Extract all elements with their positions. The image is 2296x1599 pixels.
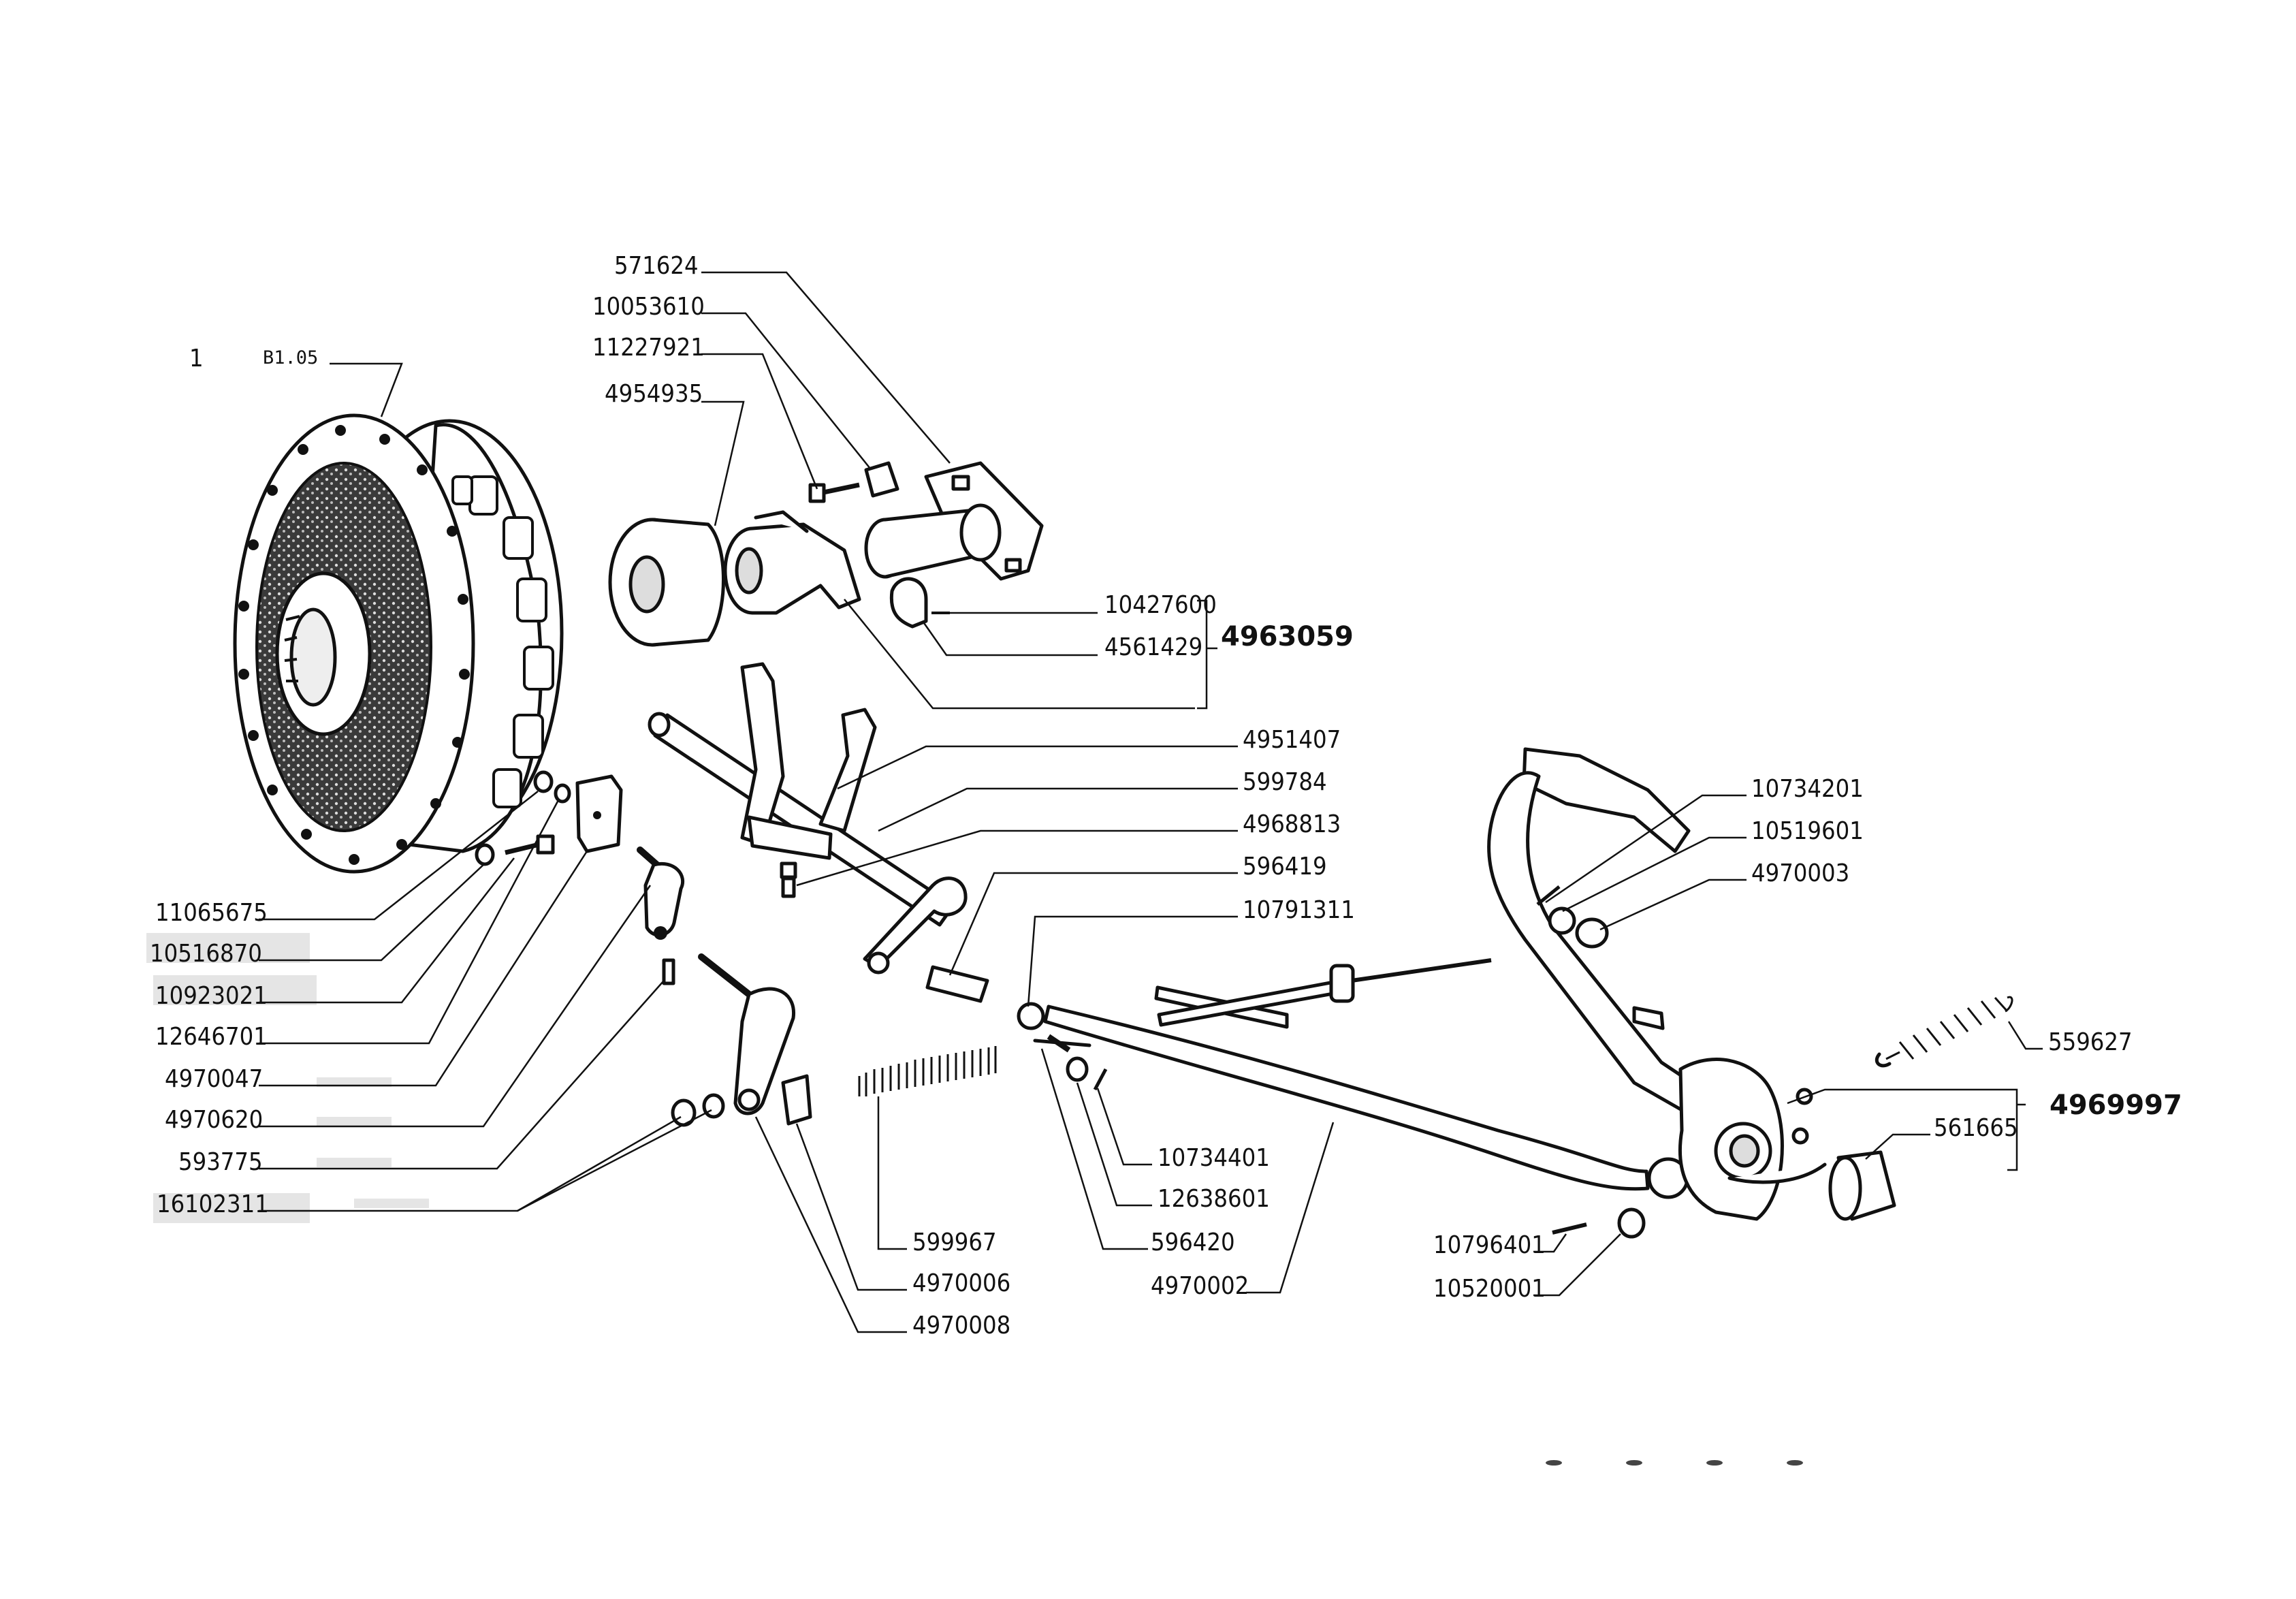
sheet-number: 1 xyxy=(189,345,204,373)
clutch-hardware-drawing xyxy=(475,770,623,866)
part-label: 4954935 xyxy=(605,380,703,408)
part-label: 4968813 xyxy=(1243,810,1341,838)
part-label: 571624 xyxy=(614,252,699,280)
guide-sleeve-drawing xyxy=(808,461,1044,629)
part-label: 599967 xyxy=(912,1229,997,1256)
fork-shaft-drawing xyxy=(648,662,989,1003)
part-label: 16102311 xyxy=(157,1190,269,1218)
decorative-marks xyxy=(1546,1460,1803,1466)
part-label: 10734201 xyxy=(1751,775,1864,803)
part-label: 11227921 xyxy=(592,334,705,362)
part-label: 10734401 xyxy=(1158,1144,1270,1172)
part-label: 4561429 xyxy=(1104,633,1202,661)
part-label: 12646701 xyxy=(155,1023,268,1051)
part-label: 596419 xyxy=(1243,853,1327,881)
part-label: 10053610 xyxy=(592,293,705,321)
part-label: 561665 xyxy=(1934,1114,2018,1142)
part-label: 593775 xyxy=(178,1148,263,1176)
part-label: 559627 xyxy=(2048,1028,2133,1056)
part-label: 10516870 xyxy=(150,940,262,968)
part-label: 10520001 xyxy=(1433,1275,1546,1303)
group-code: B1.05 xyxy=(263,347,318,368)
part-label: 10791311 xyxy=(1243,896,1355,924)
part-label: 4970006 xyxy=(912,1269,1010,1297)
part-label: 4951407 xyxy=(1243,726,1341,754)
part-label: 4970003 xyxy=(1751,859,1849,887)
part-label: 10796401 xyxy=(1433,1231,1546,1259)
part-label: 10427600 xyxy=(1104,591,1217,619)
clutch-assembly-drawing xyxy=(233,413,564,874)
part-label: 4970002 xyxy=(1151,1272,1249,1300)
part-label: 12638601 xyxy=(1158,1185,1270,1213)
part-label: 4970620 xyxy=(165,1106,263,1134)
part-label: 10923021 xyxy=(155,982,268,1010)
part-label: 11065675 xyxy=(155,899,268,927)
springs-drawing xyxy=(858,996,2013,1096)
part-label: 10519601 xyxy=(1751,817,1864,845)
part-label: 596420 xyxy=(1151,1229,1235,1256)
part-label: 4970008 xyxy=(912,1312,1010,1340)
part-label: 4970047 xyxy=(165,1065,263,1093)
part-label: 599784 xyxy=(1243,768,1327,796)
assembly-label: 4963059 xyxy=(1221,621,1354,652)
release-bearing-drawing xyxy=(608,510,861,647)
rod-pedal-drawing xyxy=(1017,747,1896,1239)
assembly-label: 4969997 xyxy=(2050,1090,2182,1121)
